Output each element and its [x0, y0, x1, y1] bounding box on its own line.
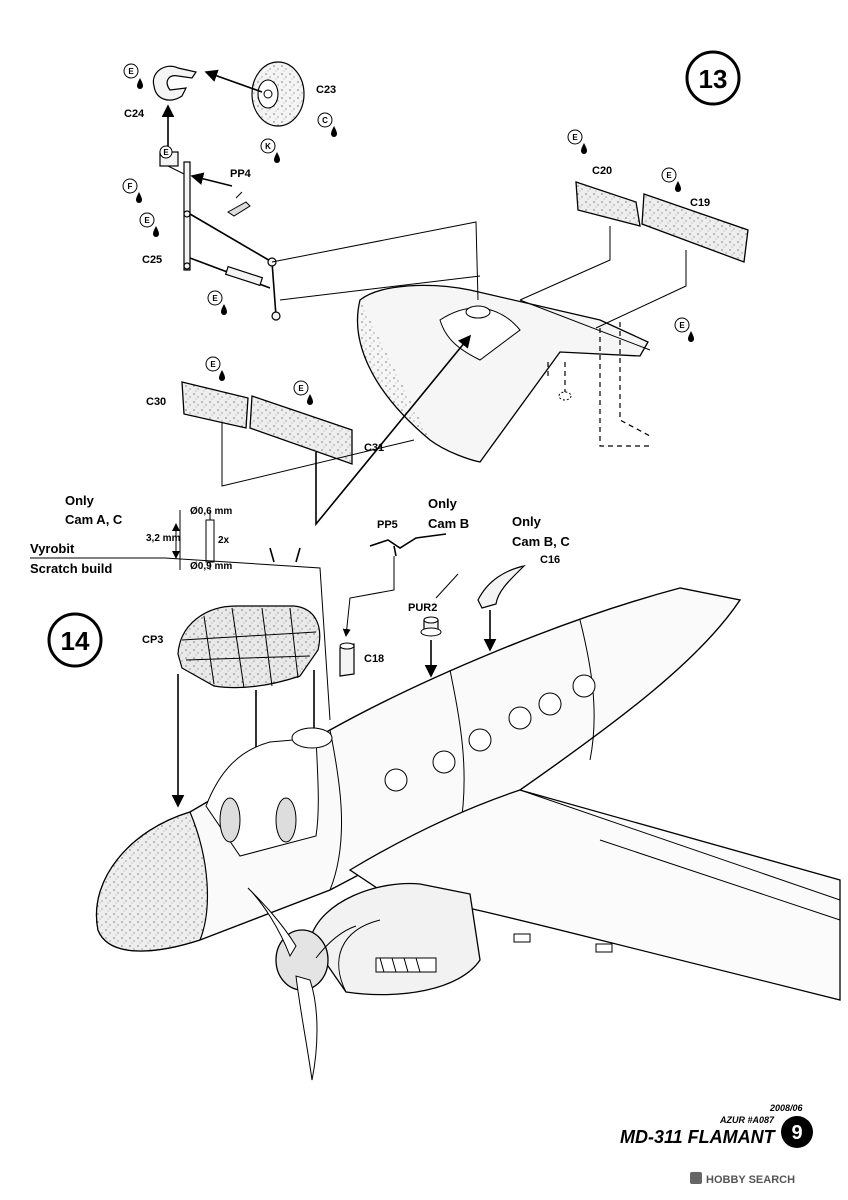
part-label-cp3: CP3 — [142, 634, 163, 646]
svg-text:C: C — [322, 116, 328, 125]
svg-text:E: E — [128, 67, 134, 76]
svg-text:F: F — [128, 182, 133, 191]
note-cam-bc-line1: Only — [512, 514, 542, 529]
aircraft-fuselage — [95, 587, 742, 952]
part-label-pur2: PUR2 — [408, 602, 437, 614]
paint-marker-e-1: E — [123, 63, 143, 89]
strip-c30 — [181, 381, 249, 429]
part-label-pp5: PP5 — [377, 519, 398, 531]
dim-quantity: 2x — [218, 535, 230, 546]
paint-marker-c: C — [317, 112, 337, 137]
paint-marker-e-9: E — [293, 380, 313, 405]
svg-text:E: E — [679, 321, 685, 330]
paint-marker-k: K — [260, 138, 280, 163]
svg-text:E: E — [144, 216, 150, 225]
paint-marker-e-4: E — [207, 290, 227, 315]
note-cam-bc-line2: Cam B, C — [512, 534, 570, 549]
paint-marker-e-6: E — [661, 167, 681, 192]
part-label-c24: C24 — [124, 108, 145, 120]
wheel-c23 — [251, 61, 305, 127]
part-pur2 — [420, 616, 442, 637]
nacelle-section — [356, 284, 651, 463]
part-label-c25: C25 — [142, 254, 162, 266]
svg-text:E: E — [212, 294, 218, 303]
note-cam-ac-line1: Only — [65, 493, 95, 508]
watermark-logo-icon — [690, 1172, 702, 1184]
note-cam-ac-line2: Cam A, C — [65, 512, 123, 527]
step-13-number: 13 — [699, 64, 728, 94]
paint-marker-e-5: E — [567, 129, 587, 154]
strut-c25 — [159, 151, 281, 321]
svg-text:E: E — [666, 171, 672, 180]
footer: 2008/06 AZUR #A087 MD-311 FLAMANT 9 HOBB… — [620, 1103, 813, 1186]
step-14-number: 14 — [61, 626, 90, 656]
fork-c24 — [152, 65, 197, 101]
strip-c19 — [641, 193, 749, 263]
step-13: 13 C23 C24 C — [122, 50, 749, 527]
photoetch-pp5 — [369, 533, 447, 557]
paint-marker-e-7: E — [674, 317, 694, 342]
watermark-text: HOBBY SEARCH — [706, 1174, 795, 1186]
note-scratch-line1: Vyrobit — [30, 541, 75, 556]
engine-nacelle — [309, 882, 481, 996]
footer-date: 2008/06 — [769, 1103, 804, 1113]
step-13-badge — [685, 50, 741, 106]
part-label-c20: C20 — [592, 165, 612, 177]
part-c16 — [477, 564, 526, 609]
part-label-c23: C23 — [316, 84, 336, 96]
part-label-pp4: PP4 — [230, 168, 252, 180]
step-14-badge — [47, 612, 103, 668]
part-label-c16: C16 — [540, 554, 560, 566]
page-number: 9 — [791, 1122, 802, 1144]
part-label-c19: C19 — [690, 197, 710, 209]
propeller — [247, 887, 357, 1081]
footer-kit-ref: AZUR #A087 — [719, 1115, 775, 1125]
paint-marker-e-2: E — [159, 145, 173, 159]
canopy-cp3 — [177, 605, 321, 689]
page-number-badge — [781, 1116, 813, 1148]
svg-text:K: K — [265, 142, 271, 151]
part-c18 — [339, 642, 355, 677]
footer-model-title: MD-311 FLAMANT — [620, 1127, 777, 1147]
paint-marker-e-3: E — [139, 212, 159, 237]
note-scratch-line2: Scratch build — [30, 561, 112, 576]
paint-marker-e-8: E — [205, 356, 225, 381]
rod-dimension-sketch — [172, 510, 215, 570]
dim-diameter-1: Ø0,6 mm — [190, 506, 232, 517]
part-label-c18: C18 — [364, 653, 384, 665]
dim-diameter-2: Ø0,9 mm — [190, 561, 232, 572]
part-label-c30: C30 — [146, 396, 166, 408]
svg-text:E: E — [572, 133, 578, 142]
paint-marker-f: F — [122, 178, 142, 203]
photoetch-pp4 — [227, 191, 251, 217]
strip-c20 — [575, 181, 641, 227]
svg-text:E: E — [210, 360, 216, 369]
note-cam-b-line1: Only — [428, 496, 458, 511]
step-14: 14 Only Cam A, C Vyrobit Scratch build O… — [30, 493, 841, 1081]
svg-text:E: E — [163, 148, 169, 157]
note-cam-b-line2: Cam B — [428, 516, 469, 531]
strip-c31 — [249, 395, 353, 465]
dim-length: 3,2 mm — [146, 533, 181, 544]
svg-text:E: E — [298, 384, 304, 393]
